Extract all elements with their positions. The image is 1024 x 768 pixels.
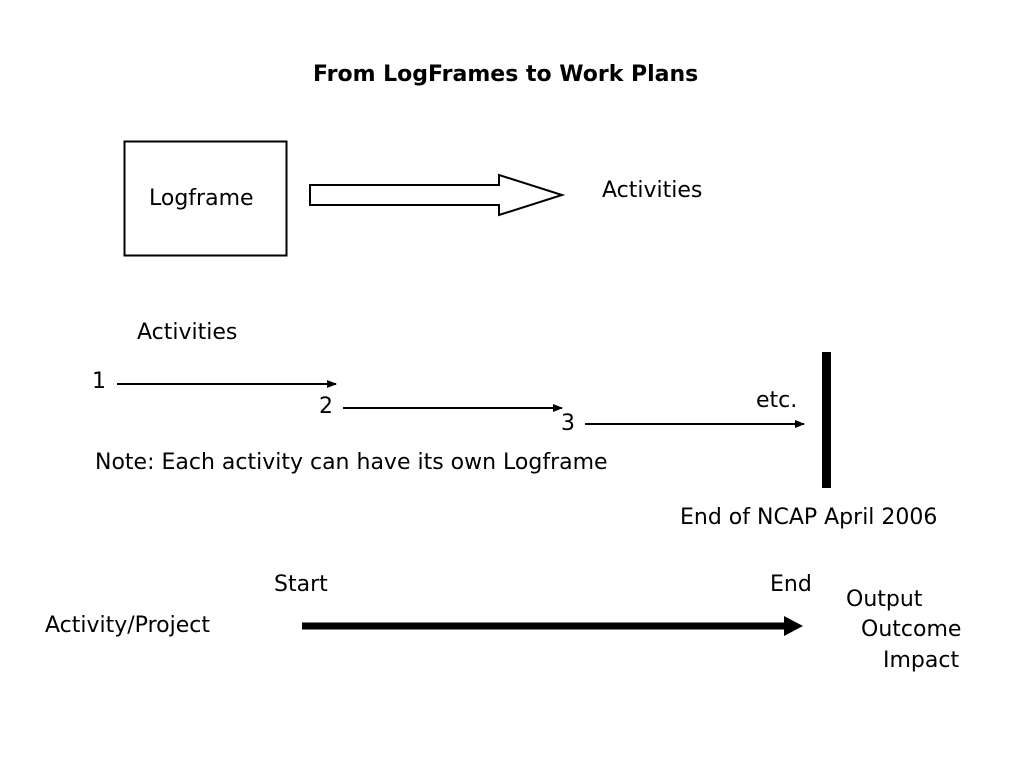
result-impact: Impact bbox=[883, 648, 960, 673]
etc-label: etc. bbox=[756, 388, 798, 413]
step-label-1: 1 bbox=[92, 369, 106, 394]
timeline-row-label: Activity/Project bbox=[45, 613, 210, 638]
page-title: From LogFrames to Work Plans bbox=[313, 62, 699, 87]
result-outcome: Outcome bbox=[861, 617, 962, 642]
timeline-end-label: End bbox=[770, 572, 812, 597]
activities-heading: Activities bbox=[137, 320, 238, 345]
end-of-ncap-label: End of NCAP April 2006 bbox=[680, 505, 938, 530]
logframe-label: Logframe bbox=[149, 186, 254, 211]
block-arrow bbox=[309, 173, 566, 217]
end-bar bbox=[822, 352, 831, 488]
step-label-3: 3 bbox=[561, 411, 575, 436]
step-label-2: 2 bbox=[319, 394, 333, 419]
arrow-target-label: Activities bbox=[602, 178, 703, 203]
result-output: Output bbox=[846, 587, 923, 612]
timeline-start-label: Start bbox=[274, 572, 328, 597]
logframe-box bbox=[123, 140, 288, 257]
note-text: Note: Each activity can have its own Log… bbox=[95, 450, 608, 475]
timeline-arrowhead bbox=[784, 616, 803, 636]
